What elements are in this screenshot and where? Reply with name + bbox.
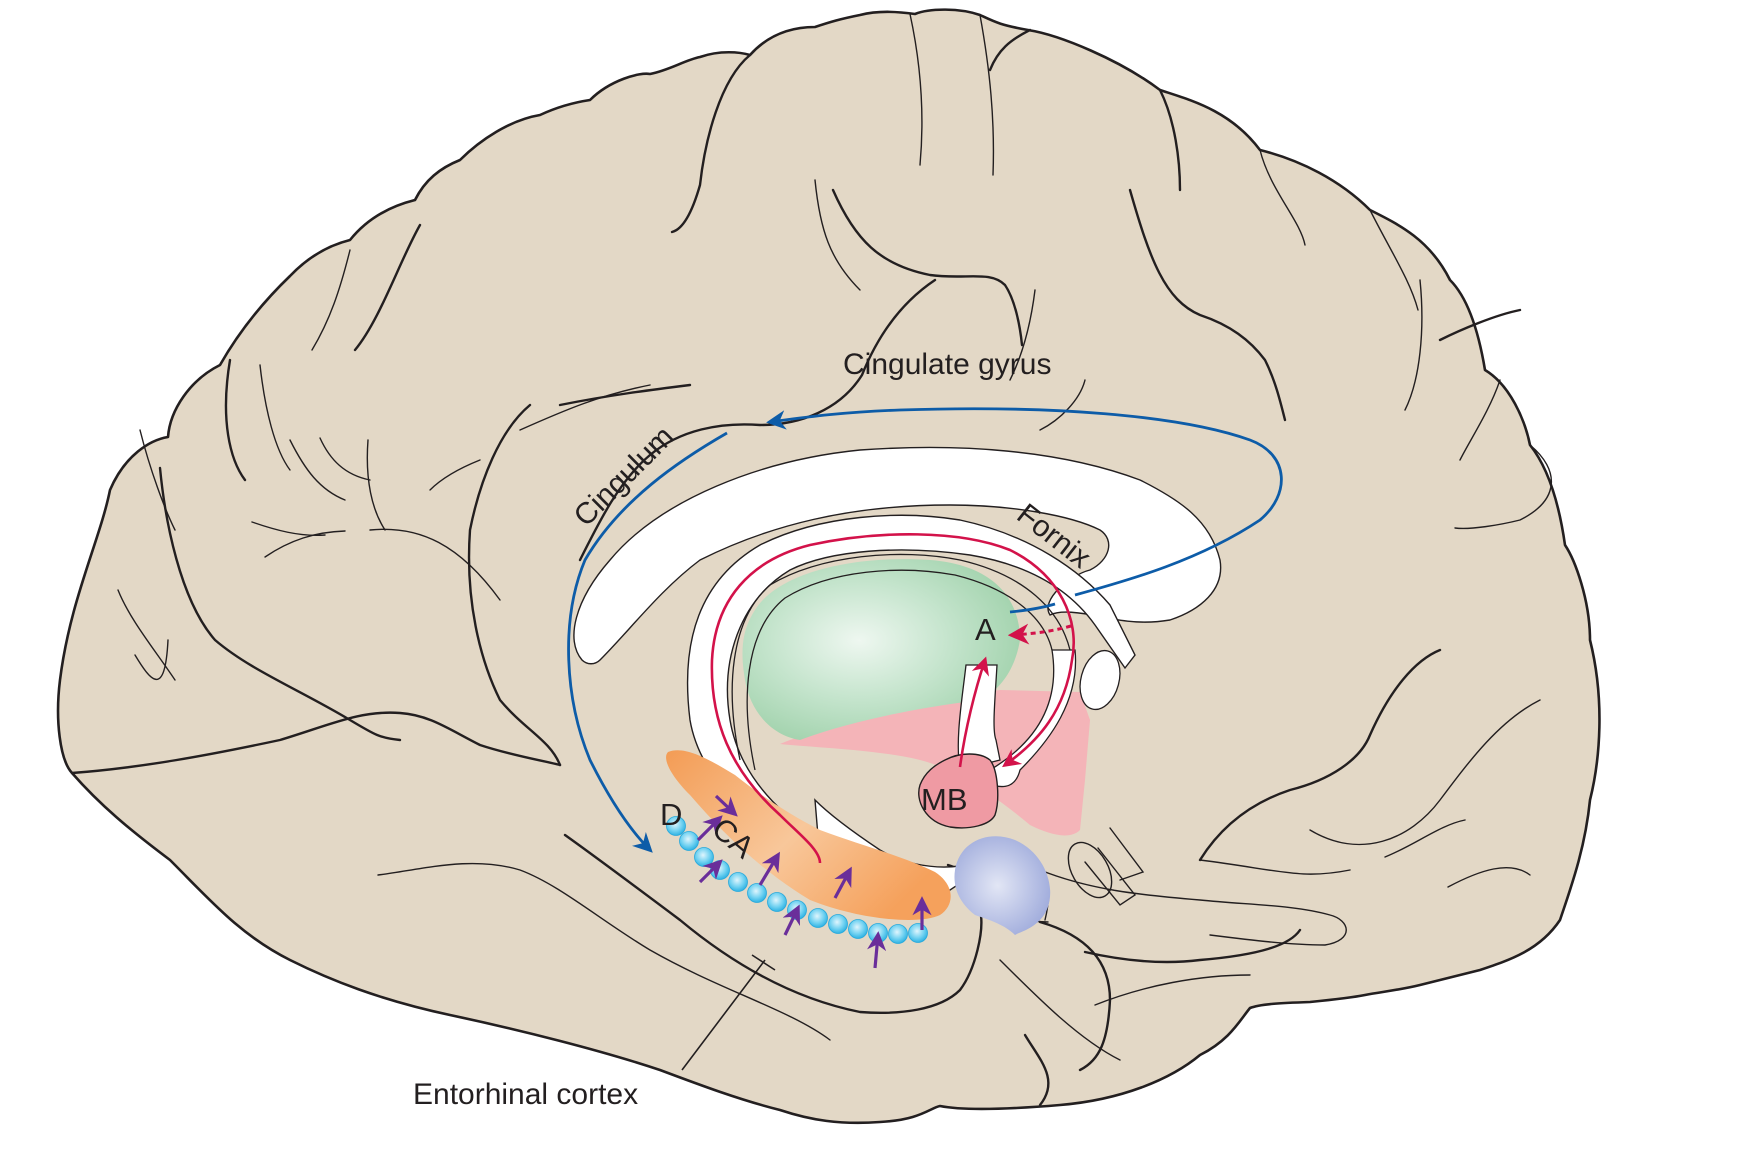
label-cingulate-gyrus: Cingulate gyrus	[843, 348, 1051, 381]
dentate-cell	[747, 883, 767, 903]
perforant-arrow	[698, 859, 723, 884]
entorhinal-leader-line	[681, 954, 776, 1071]
dentate-cell	[728, 872, 748, 892]
brain-outline	[56, 8, 1601, 1125]
direct-fornix-pathway	[1007, 623, 1072, 645]
dentate-cell	[767, 892, 787, 912]
dentate-cell	[908, 923, 928, 943]
dentate-cell	[848, 919, 868, 939]
perforant-arrow	[867, 931, 887, 969]
thalamocingulate-pathway	[770, 409, 1283, 614]
dentate-cell	[808, 908, 828, 928]
dentate-cell	[828, 914, 848, 934]
dentate-cell	[666, 816, 686, 836]
fornix-pathway-line	[710, 533, 1075, 864]
perforant-arrow	[696, 815, 723, 842]
label-dentate: D	[660, 797, 682, 832]
anterior-commissure	[1079, 649, 1121, 711]
amygdala	[954, 836, 1051, 935]
perforant-arrow	[833, 866, 852, 899]
cingulum-pathway	[567, 431, 728, 853]
label-anterior-thalamus: A	[975, 612, 996, 647]
hippocampus-ca	[666, 750, 951, 920]
label-entorhinal-cortex: Entorhinal cortex	[413, 1078, 638, 1111]
label-mammillary-body: MB	[921, 782, 968, 817]
thalamus	[742, 559, 1020, 740]
mammillary-body	[918, 753, 999, 829]
perforant-arrow	[714, 794, 738, 817]
perforant-arrow	[758, 851, 780, 886]
perforant-path-arrows	[696, 794, 932, 969]
dentate-cell	[694, 847, 714, 867]
hypothalamus	[780, 690, 1090, 836]
dentate-cell	[679, 831, 699, 851]
mammillothalamic-pathway	[958, 656, 990, 768]
dentate-cell	[888, 924, 908, 944]
perforant-arrow	[782, 904, 800, 936]
